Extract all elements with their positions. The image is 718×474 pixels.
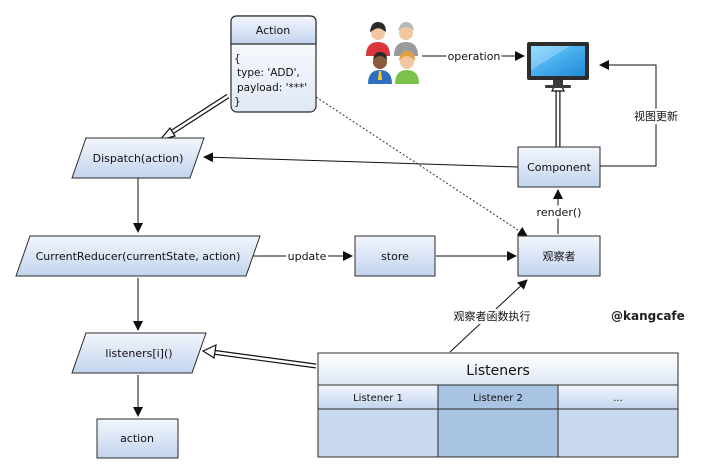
observer-label: 观察者 [543, 249, 576, 263]
action-card-title: Action [256, 24, 290, 37]
edge-view-update [599, 60, 657, 167]
reducer-node: CurrentReducer(currentState, action) [15, 235, 261, 277]
store-node: store [354, 235, 436, 277]
store-label: store [381, 250, 409, 263]
listener-col-2: Listener 2 [473, 393, 523, 404]
reducer-label: CurrentReducer(currentState, action) [36, 250, 241, 263]
action-card-line-3: payload: '***' [237, 82, 307, 94]
listener-cell-2 [437, 408, 559, 458]
component-label: Component [527, 161, 592, 174]
listeners-call-label: listeners[i]() [105, 347, 172, 360]
listener-cell-3 [557, 408, 679, 458]
action-card-line-2: type: 'ADD', [237, 67, 300, 79]
component-node: Component [517, 146, 601, 188]
users-group-icon [366, 22, 419, 84]
listener-col-3: ... [613, 393, 623, 404]
brand-watermark: @kangcafe [611, 309, 685, 323]
action-label: action [120, 432, 154, 445]
action-card-line-4: } [234, 96, 241, 108]
dispatch-label: Dispatch(action) [93, 152, 184, 165]
listeners-table: Listeners Listener 1 Listener 2 ... [317, 352, 679, 458]
observer-exec-label: 观察者函数执行 [454, 309, 531, 323]
listener-cell-1 [317, 408, 439, 458]
observer-node: 观察者 [517, 235, 601, 277]
edge-observer-exec [449, 279, 528, 353]
action-card-line-1: { [234, 53, 241, 65]
listeners-call-node: listeners[i]() [71, 332, 207, 374]
listeners-table-title: Listeners [466, 363, 530, 379]
action-node: action [96, 418, 179, 459]
edge-component-to-dispatch [203, 152, 519, 168]
dispatch-node: Dispatch(action) [71, 137, 205, 179]
monitor-icon [527, 42, 589, 88]
action-card: Action { type: 'ADD', payload: '***' } [230, 15, 317, 113]
view-update-label: 视图更新 [634, 109, 678, 123]
listener-col-1: Listener 1 [353, 393, 403, 404]
operation-label: operation [448, 50, 501, 63]
render-label: render() [537, 206, 582, 219]
update-label: update [288, 250, 327, 263]
